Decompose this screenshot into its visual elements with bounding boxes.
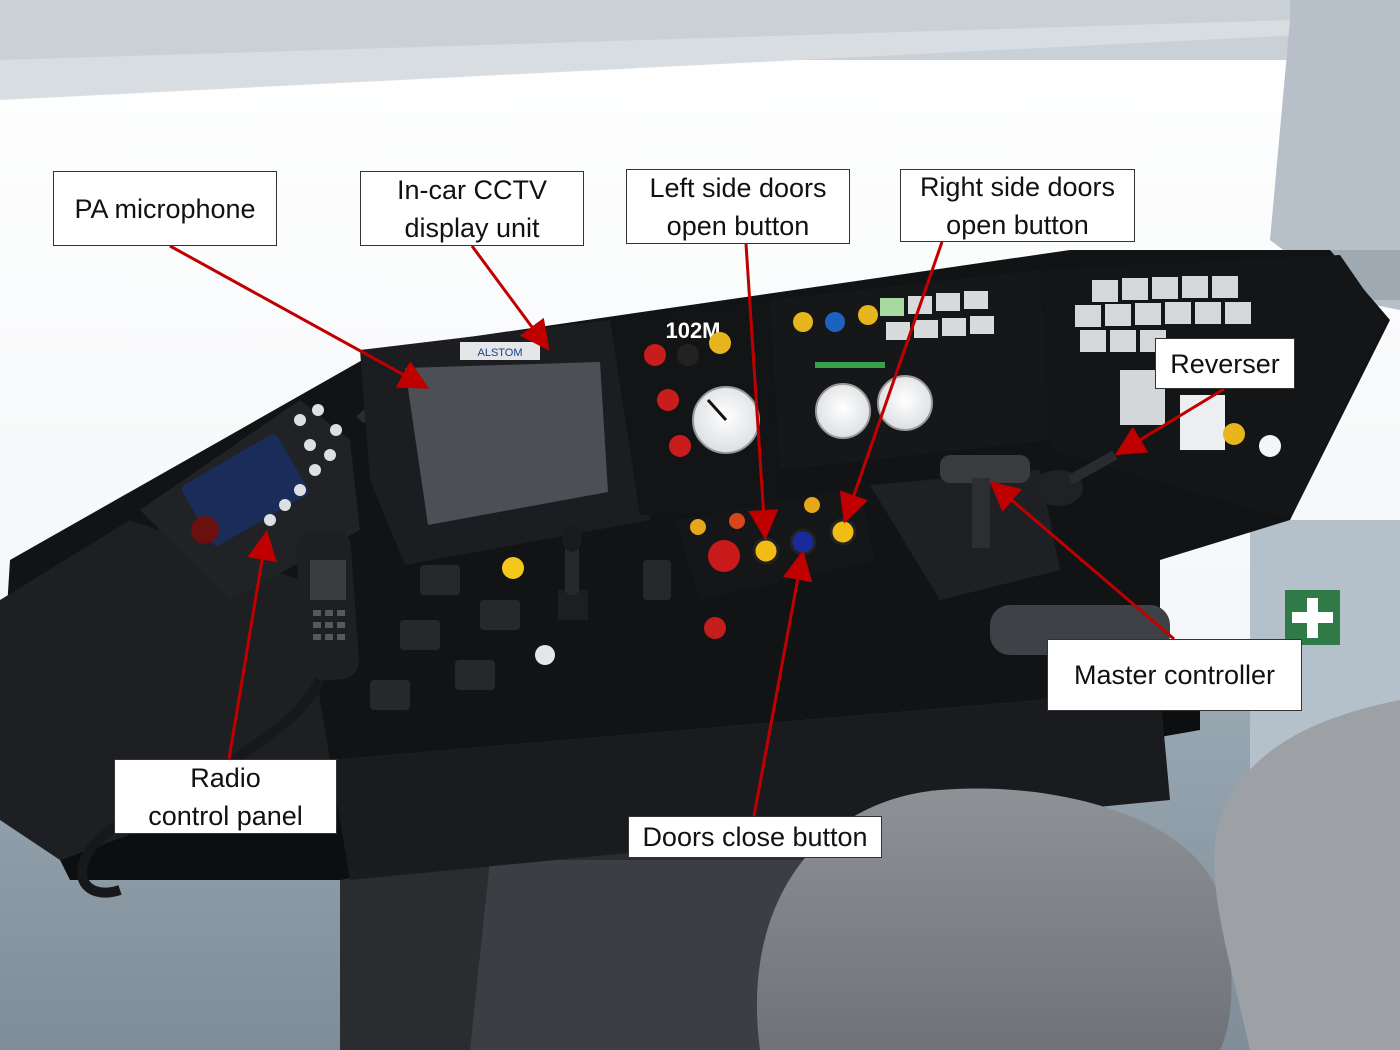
desk-grey-base — [330, 690, 1170, 880]
instrument-panel-centre: 102M — [610, 300, 780, 515]
brand-plate: ALSTOM — [477, 347, 522, 359]
window-pillar-right — [1270, 0, 1400, 310]
label-radio-control-panel: Radio control panel — [114, 759, 337, 834]
label-doors-close: Doors close button — [628, 816, 882, 858]
cctv-display-unit: ALSTOM — [360, 320, 650, 565]
right-doors-open-button — [829, 518, 857, 546]
label-right-doors-open: Right side doors open button — [900, 169, 1135, 242]
left-doors-open-button — [752, 537, 780, 565]
label-cctv-display: In-car CCTV display unit — [360, 171, 584, 246]
instrument-panel-right — [770, 270, 1050, 470]
label-pa-microphone: PA microphone — [53, 171, 277, 246]
doors-close-button — [789, 528, 817, 556]
window-frame-top-bar — [0, 20, 1300, 100]
desk-switches — [370, 560, 671, 710]
label-reverser: Reverser — [1155, 338, 1295, 389]
label-left-doors-open: Left side doors open button — [626, 169, 850, 244]
joystick — [558, 524, 588, 620]
label-master-controller: Master controller — [1047, 639, 1302, 711]
